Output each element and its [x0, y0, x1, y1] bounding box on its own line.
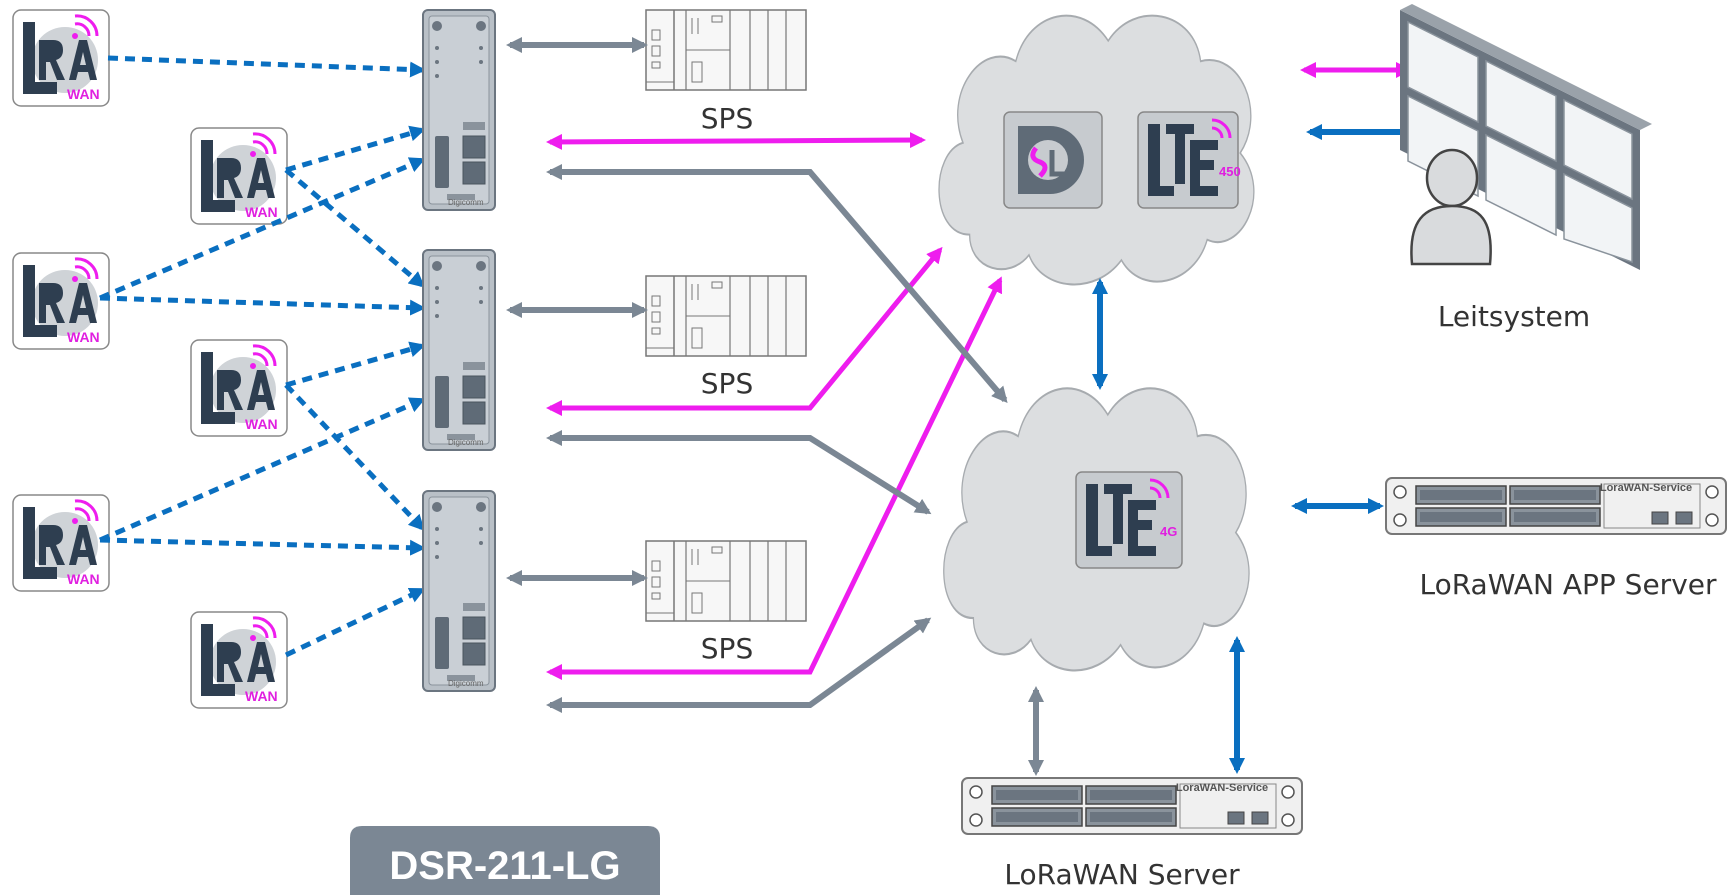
sps-label-1: SPS	[701, 102, 753, 135]
lora-sensor-1: WAN	[11, 8, 111, 108]
app-server-service-label: LoraWAN-Service	[1600, 482, 1692, 494]
operator-person-icon	[1410, 148, 1492, 266]
lora-server-service-label: LoraWAN-Service	[1176, 782, 1268, 794]
product-name: DSR-211-LG	[389, 844, 620, 888]
svg-text:WAN: WAN	[245, 204, 278, 220]
sps-label-2: SPS	[701, 367, 753, 400]
product-badge: DSR-211-LG	[350, 826, 660, 895]
router-1-brand: Digicomm	[448, 198, 484, 207]
plc-3	[645, 540, 807, 622]
lora-radio-links	[99, 55, 426, 658]
lte450-sublabel: 450	[1219, 164, 1241, 179]
video-wall	[1400, 4, 1652, 270]
lte450-logo: 450	[1137, 111, 1241, 209]
lte4g-logo: 4G	[1075, 471, 1183, 569]
leitsystem-label: Leitsystem	[1438, 300, 1590, 333]
lte4g-sublabel: 4G	[1160, 524, 1177, 539]
router-2-brand: Digicomm	[448, 438, 484, 447]
plc-1	[645, 9, 807, 91]
app-server-label: LoRaWAN APP Server	[1419, 568, 1717, 601]
plc-2	[645, 275, 807, 357]
svg-text:WAN: WAN	[67, 571, 100, 587]
svg-text:WAN: WAN	[245, 688, 278, 704]
provider-logo	[1003, 111, 1103, 209]
sps-label-3: SPS	[701, 632, 753, 665]
svg-text:WAN: WAN	[245, 416, 278, 432]
router-3-brand: Digicomm	[448, 679, 484, 688]
router-3	[422, 490, 496, 692]
lora-sensor-5: WAN	[11, 493, 111, 593]
lte4g-links	[546, 164, 1044, 776]
lora-sensor-6: WAN	[189, 610, 289, 710]
router-2	[422, 249, 496, 451]
lora-sensor-2: WAN	[189, 126, 289, 226]
svg-text:WAN: WAN	[67, 86, 100, 102]
svg-text:WAN: WAN	[67, 329, 100, 345]
lora-server-label: LoRaWAN Server	[1004, 858, 1240, 891]
lora-sensor-3: WAN	[11, 251, 111, 351]
lora-sensor-4: WAN	[189, 338, 289, 438]
router-plc-links	[506, 37, 648, 586]
router-1	[422, 9, 496, 211]
